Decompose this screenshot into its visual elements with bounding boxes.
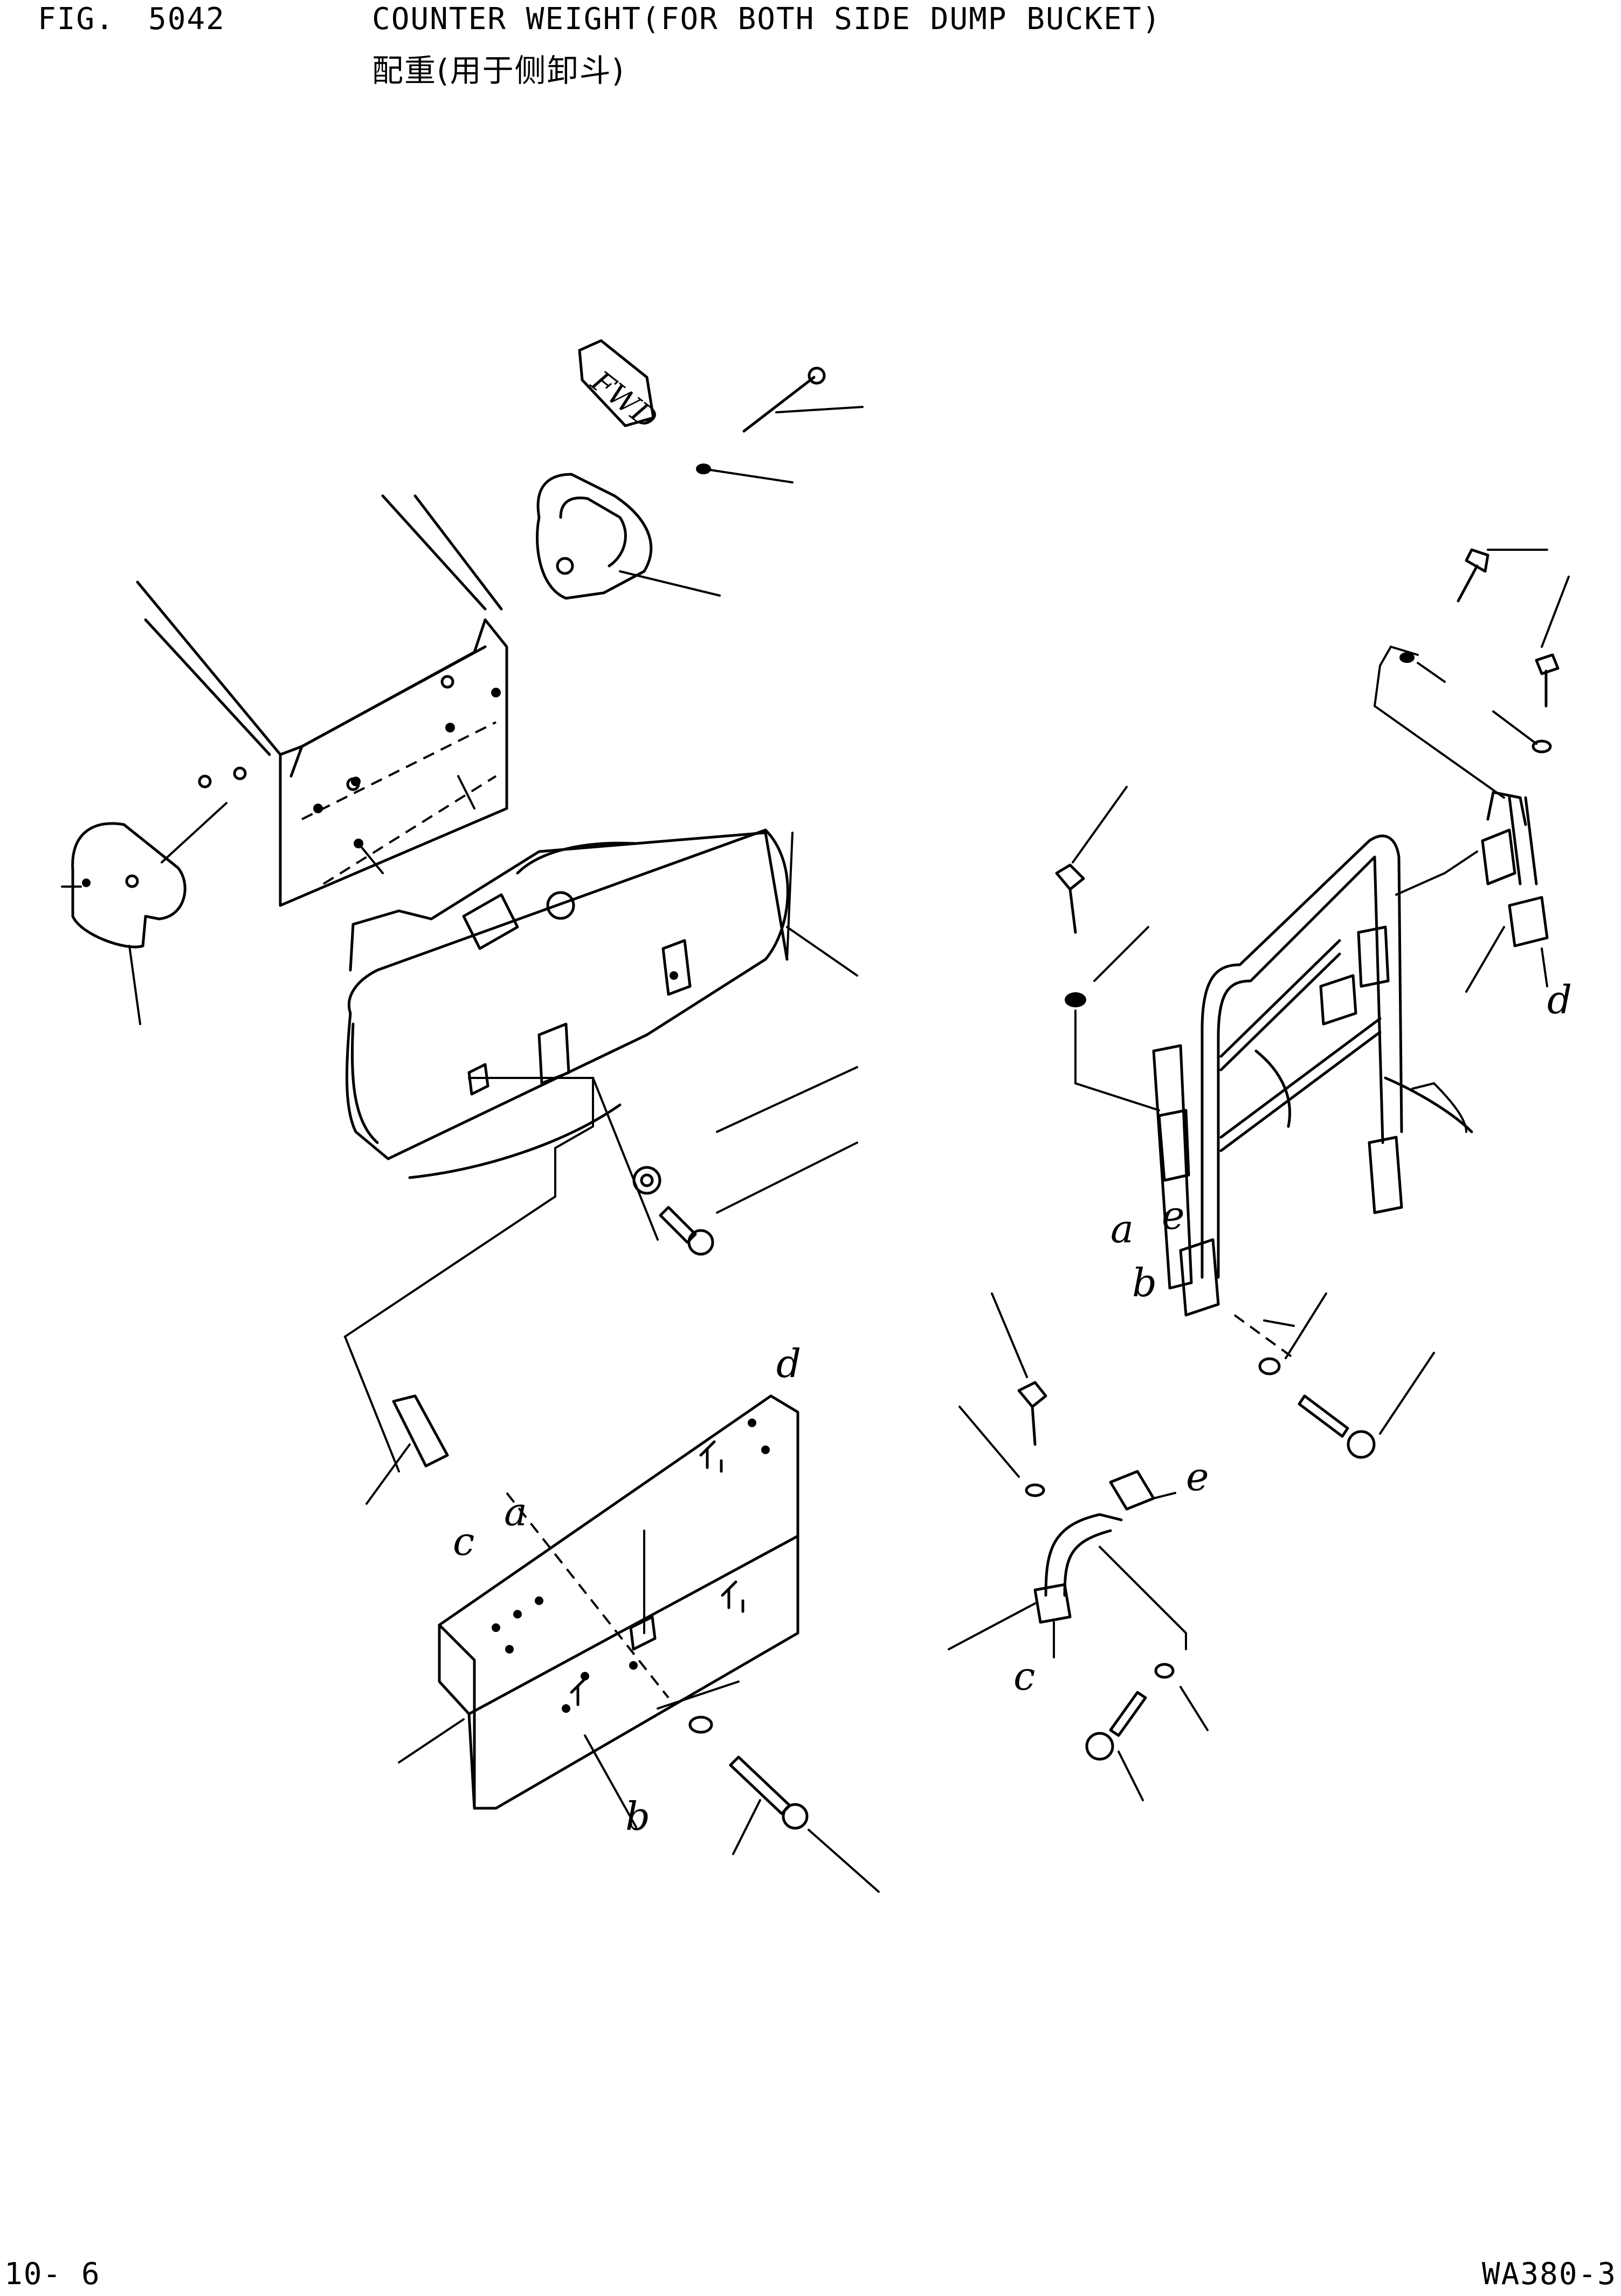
callout-e-handrail: e bbox=[1162, 1193, 1185, 1238]
callout-a-handrail: a bbox=[1110, 1206, 1134, 1251]
bottom-right-bracket bbox=[948, 1292, 1209, 1801]
model-code: WA380-3 bbox=[1481, 2257, 1617, 2292]
callout-c-lower-plate: c bbox=[453, 1519, 474, 1564]
callout-d-lower-plate: d bbox=[776, 1341, 801, 1386]
figure-number: 5042 bbox=[148, 2, 225, 37]
callout-b-lower-plate: b bbox=[625, 1794, 650, 1839]
lower-counterweight-plate bbox=[365, 1394, 799, 1828]
fwd-direction-tag: FWD bbox=[578, 339, 664, 436]
left-guide-lines bbox=[343, 1077, 659, 1472]
top-washer bbox=[696, 464, 794, 483]
right-handrail bbox=[1152, 791, 1549, 1317]
callout-e-bracket: e bbox=[1186, 1454, 1209, 1499]
rear-frame bbox=[136, 494, 508, 907]
callout-a-lower-plate: a bbox=[504, 1489, 527, 1534]
counterweight-body bbox=[345, 828, 858, 1179]
figure-label: FIG. bbox=[38, 2, 115, 37]
figure-title-english: COUNTER WEIGHT(FOR BOTH SIDE DUMP BUCKET… bbox=[372, 2, 1162, 37]
right-fasteners bbox=[1055, 548, 1570, 1459]
page-number: 10- 6 bbox=[4, 2257, 101, 2292]
callout-c-bracket: c bbox=[1013, 1654, 1035, 1699]
lifting-bracket bbox=[536, 473, 721, 600]
bottom-bolt bbox=[688, 1716, 880, 1893]
figure-title-chinese: 配重(用于侧卸斗) bbox=[372, 52, 625, 89]
top-bolt bbox=[742, 366, 864, 433]
left-side-plate bbox=[61, 766, 247, 1025]
callout-b-handrail: b bbox=[1132, 1260, 1157, 1305]
callout-d-handrail: d bbox=[1547, 977, 1572, 1022]
middle-bolt bbox=[632, 1066, 858, 1256]
